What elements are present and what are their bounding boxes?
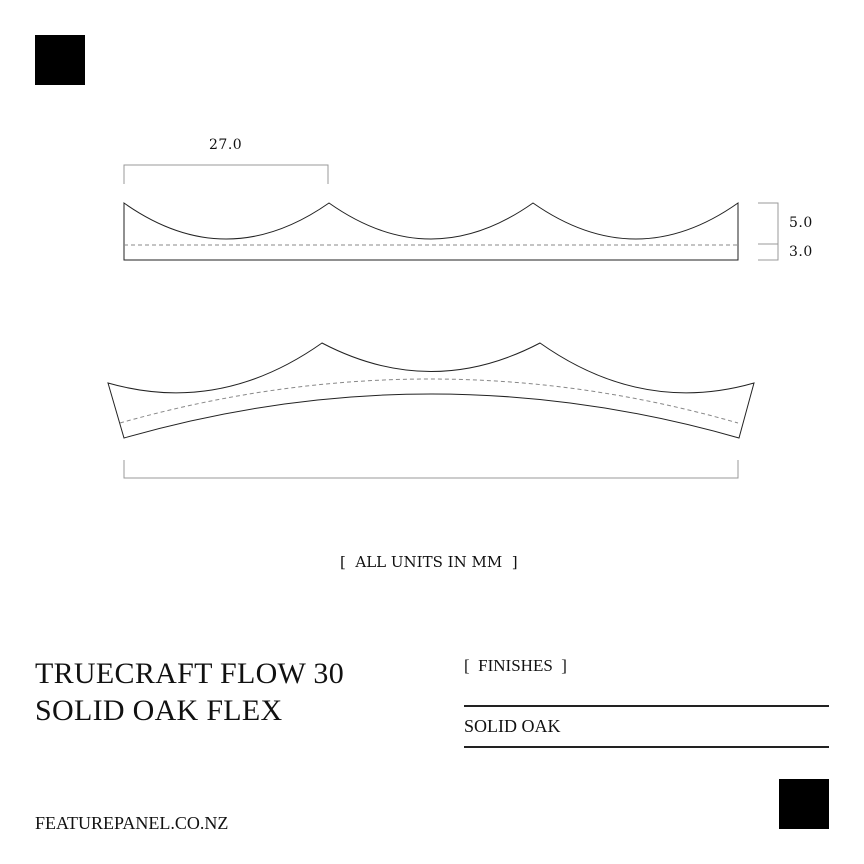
finishes-divider-top [464,705,829,707]
width-label: 27.0 [209,137,243,153]
product-title-line1: TRUECRAFT FLOW 30 [35,657,345,690]
width-dimension-bracket [123,164,329,184]
finishes-divider-bottom [464,746,829,748]
product-title: TRUECRAFT FLOW 30 SOLID OAK FLEX [35,655,344,729]
product-title-line2: SOLID OAK FLEX [35,694,283,727]
flat-profile-outline [123,202,739,261]
finishes-heading: [ FINISHES ] [464,656,567,675]
base-height-label: 3.0 [789,244,813,260]
height-dimension-bracket [758,202,779,261]
website-link[interactable]: FEATUREPANEL.CO.NZ [35,813,229,833]
flexed-profile-outline [107,342,755,439]
flexed-width-bracket [123,460,739,479]
units-note: [ ALL UNITS IN MM ] [340,553,518,571]
logo-square-top [35,35,85,85]
logo-square-bottom [779,779,829,829]
finish-item-solid-oak: SOLID OAK [464,716,561,736]
top-height-label: 5.0 [789,215,813,231]
